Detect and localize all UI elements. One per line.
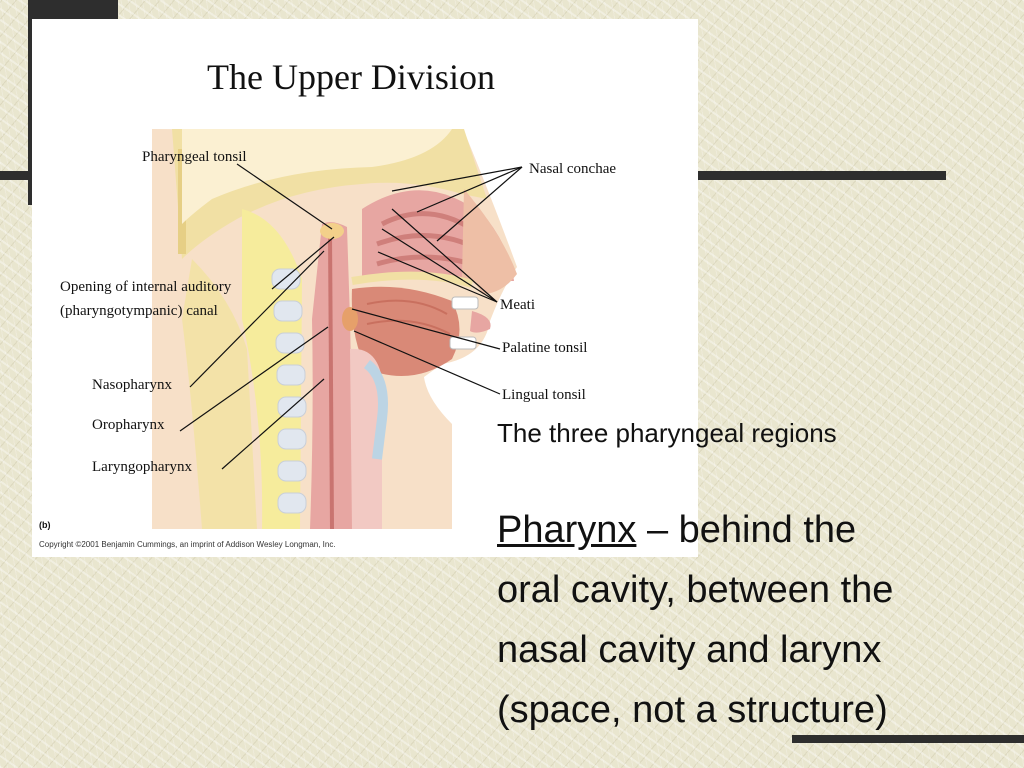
label-pharyngeal-tonsil: Pharyngeal tonsil	[142, 149, 247, 165]
body-text: Pharynx – behind the oral cavity, betwee…	[497, 500, 997, 740]
leader-lines	[179, 163, 523, 470]
decor-bar-bottom-right	[792, 735, 1024, 743]
label-nasal-conchae: Nasal conchae	[529, 161, 616, 177]
panel-tag: (b)	[39, 520, 51, 530]
copyright-notice: Copyright ©2001 Benjamin Cummings, an im…	[39, 540, 336, 549]
label-nasopharynx: Nasopharynx	[92, 377, 172, 393]
decor-bar-right-horizontal	[698, 171, 946, 180]
label-laryngopharynx: Laryngopharynx	[92, 459, 192, 475]
label-meati: Meati	[500, 297, 535, 313]
label-opening-line1: Opening of internal auditory	[60, 279, 232, 295]
label-lingual-tonsil: Lingual tonsil	[502, 387, 586, 403]
body-line-1-rest: – behind the	[636, 509, 857, 551]
body-line-4: (space, not a structure)	[497, 689, 888, 731]
body-line-3: nasal cavity and larynx	[497, 629, 882, 671]
body-line-1: Pharynx – behind the	[497, 500, 997, 560]
label-opening-line2: (pharyngotympanic) canal	[60, 303, 218, 319]
figure-caption: The three pharyngeal regions	[497, 418, 837, 448]
pharynx-diagram: The Upper Division	[39, 57, 616, 549]
head-cross-section-illustration	[152, 129, 517, 530]
decor-bar-left-horizontal	[0, 171, 32, 180]
figure-title: The Upper Division	[207, 57, 495, 97]
term-pharynx: Pharynx	[497, 509, 637, 551]
decor-bar-left-vertical	[28, 0, 32, 205]
label-oropharynx: Oropharynx	[92, 417, 165, 433]
body-line-2: oral cavity, between the	[497, 569, 894, 611]
figure-panel: The Upper Division	[32, 19, 698, 557]
label-palatine-tonsil: Palatine tonsil	[502, 340, 587, 356]
decor-bar-top-left	[28, 0, 118, 20]
